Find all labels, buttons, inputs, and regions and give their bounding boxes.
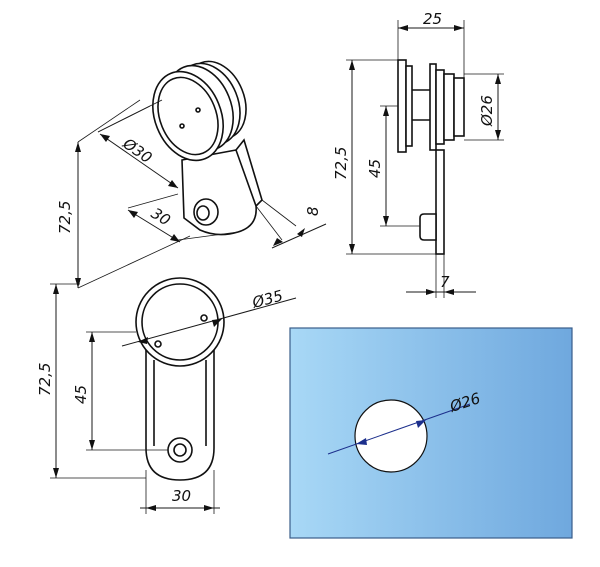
side-rear-disc-2: [435, 69, 445, 145]
front-width-label: 30: [172, 487, 191, 505]
iso-disc-front: [152, 70, 224, 162]
glass-panel: Ø26: [289, 327, 573, 539]
side-thickness-label: 7: [440, 273, 450, 291]
side-arm-plate: [435, 149, 445, 255]
side-pin: [419, 213, 437, 241]
iso-disc-face: [157, 76, 219, 156]
side-height-label: 72,5: [332, 147, 350, 180]
iso-diameter-label: Ø30: [119, 134, 155, 167]
iso-screw-hole-1: [179, 123, 185, 129]
iso-width-label: 30: [148, 204, 174, 229]
front-screw-hole-2: [200, 314, 208, 322]
side-rear-disc-3: [443, 73, 455, 141]
side-diameter-label: Ø26: [478, 95, 496, 127]
iso-thickness-label: 8: [304, 206, 322, 216]
iso-arm-edge: [235, 138, 263, 207]
side-width-label: 25: [423, 10, 442, 28]
front-screw-hole-1: [154, 340, 162, 348]
glass-hole: [354, 399, 428, 473]
front-height-label: 72,5: [36, 363, 54, 396]
glass-rect: [289, 327, 573, 539]
iso-arm-body: [181, 149, 257, 236]
side-flange-outer: [397, 59, 407, 153]
side-flange-inner: [405, 65, 413, 147]
isometric-view: Ø30 72,5 30 8: [56, 60, 327, 289]
side-rear-cap: [453, 77, 465, 137]
iso-height-label: 72,5: [56, 201, 74, 234]
front-offset-label: 45: [72, 385, 90, 404]
iso-knob-inner: [196, 205, 210, 221]
iso-screw-hole-2: [195, 107, 201, 113]
side-offset-label: 45: [366, 159, 384, 178]
front-diameter-label: Ø35: [249, 286, 284, 312]
front-knob-inner: [173, 443, 187, 457]
side-rear-disc-1: [429, 63, 437, 151]
front-view: Ø35 72,5 45 30: [36, 277, 297, 514]
side-view: 25 Ø26 72,5 45 7: [332, 10, 504, 298]
